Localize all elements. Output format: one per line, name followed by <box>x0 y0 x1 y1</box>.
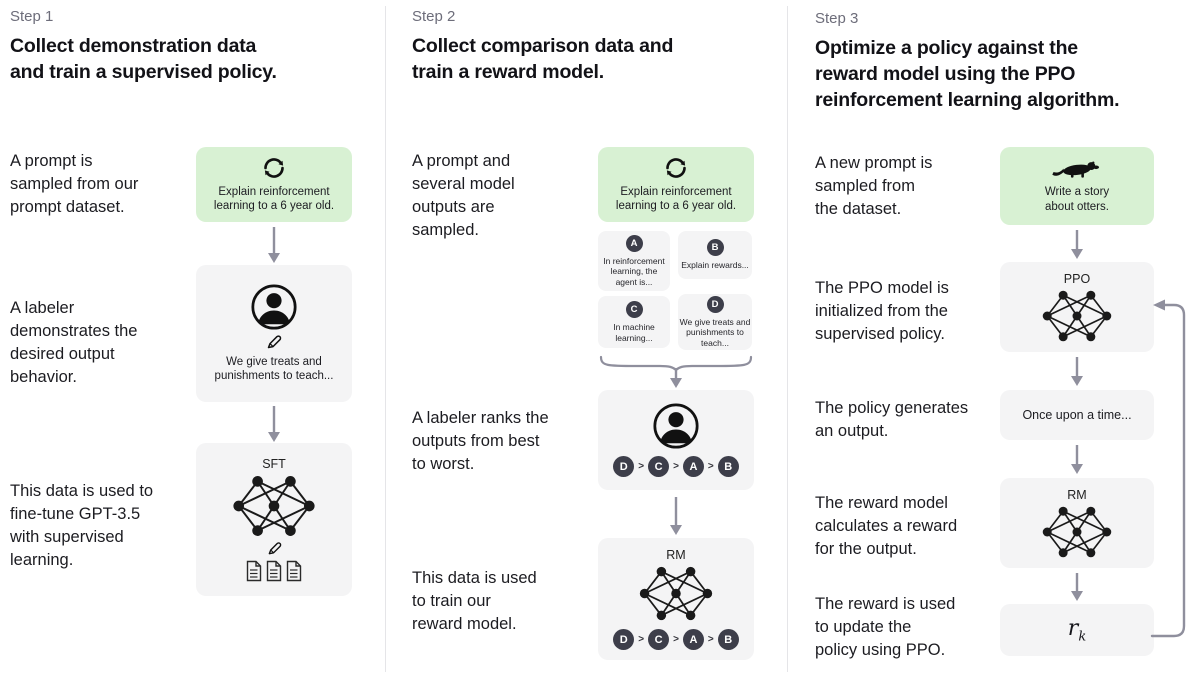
column-divider <box>385 6 386 672</box>
rank-separator: > <box>638 461 645 472</box>
down-arrow <box>1071 357 1083 386</box>
step1-caption-labeler: A labeler demonstrates the desired outpu… <box>10 299 138 386</box>
documents-icon <box>246 560 302 582</box>
refresh-icon <box>264 157 284 178</box>
down-arrow <box>670 368 682 388</box>
pencil-icon <box>268 542 281 555</box>
step3-prompt-text: Write a story about otters. <box>1044 186 1110 213</box>
rank-badge: A <box>682 456 704 477</box>
rank-separator: > <box>673 461 679 472</box>
down-arrow <box>268 227 280 263</box>
output-box-a: A In reinforcement learning, the agent i… <box>598 231 670 291</box>
output-b-badge: B <box>706 239 724 257</box>
step3-output-text: Once upon a time... <box>1022 407 1132 422</box>
rank-badge: D <box>613 456 635 477</box>
step2-prompt-text: Explain reinforcement learning to a 6 ye… <box>615 185 737 213</box>
rank-badge: C <box>648 629 670 650</box>
pencil-icon <box>267 334 282 348</box>
step1-labeler-box: We give treats and punishments to teach.… <box>196 265 352 402</box>
rank-separator: > <box>707 634 714 645</box>
neural-network-icon <box>233 476 315 536</box>
step3-title: Optimize a policy against the reward mod… <box>815 37 1120 111</box>
step3-ppo-box: PPO <box>1000 262 1154 352</box>
rank-badge: A <box>682 629 704 650</box>
down-arrow <box>1071 230 1083 259</box>
output-d-text: We give treats and punishments to teach.… <box>679 316 751 348</box>
neural-network-icon <box>1042 506 1112 557</box>
rank-badge: B <box>717 456 739 477</box>
output-b-text: Explain rewards... <box>681 260 749 271</box>
step3-output-box: Once upon a time... <box>1000 390 1154 440</box>
feedback-loop-arrow <box>1150 299 1186 638</box>
step2-labeler-box: D > C > A > B <box>598 390 754 490</box>
rank-separator: > <box>707 461 714 472</box>
refresh-icon <box>666 157 686 178</box>
labeler-icon <box>653 403 699 449</box>
step2-caption-ranking: A labeler ranks the outputs from best to… <box>412 409 549 473</box>
output-c-badge: C <box>625 301 643 318</box>
rank-badge: B <box>717 629 739 650</box>
step3-caption-output: The policy generates an output. <box>815 399 969 440</box>
rank-separator: > <box>673 634 679 645</box>
step1-label: Step 1 <box>10 8 54 25</box>
step2-label: Step 2 <box>412 8 456 25</box>
step1-labeler-text: We give treats and punishments to teach.… <box>214 355 334 383</box>
output-box-b: B Explain rewards... <box>678 231 752 279</box>
step1-prompt-box: Explain reinforcement learning to a 6 ye… <box>196 147 352 222</box>
step3-rm-box: RM <box>1000 478 1154 568</box>
ranking-row: D > C > A > B <box>613 456 739 477</box>
step1-caption-finetune: This data is used to fine-tune GPT-3.5 w… <box>10 482 154 569</box>
reward-symbol: rk <box>1067 615 1087 645</box>
sft-label: SFT <box>262 457 286 471</box>
step1-caption-prompt: A prompt is sampled from our prompt data… <box>10 152 139 216</box>
down-arrow <box>1071 573 1083 601</box>
ppo-label: PPO <box>1063 271 1091 286</box>
rank-separator: > <box>638 634 645 645</box>
step3-caption-reward: The reward model calculates a reward for… <box>815 494 958 558</box>
output-box-d: D We give treats and punishments to teac… <box>678 294 752 350</box>
step2-prompt-box: Explain reinforcement learning to a 6 ye… <box>598 147 754 222</box>
step3-caption-update: The reward is used to update the policy … <box>815 595 956 659</box>
step2-caption-prompt: A prompt and several model outputs are s… <box>412 152 515 239</box>
step1-prompt-text: Explain reinforcement learning to a 6 ye… <box>213 185 335 213</box>
step3-prompt-box: Write a story about otters. <box>1000 147 1154 225</box>
step2-caption-train: This data is used to train our reward mo… <box>412 569 537 633</box>
rm-label: RM <box>1067 487 1087 502</box>
rm-label: RM <box>666 548 686 562</box>
column-divider <box>787 6 788 672</box>
step2-rm-box: RM D > C > A > B <box>598 538 754 660</box>
rank-badge: C <box>648 456 670 477</box>
step1-sft-box: SFT <box>196 443 352 596</box>
output-a-badge: A <box>625 234 643 252</box>
step2-title: Collect comparison data and train a rewa… <box>412 35 674 83</box>
output-c-text: In machine learning... <box>613 322 655 343</box>
output-d-badge: D <box>706 295 724 313</box>
otter-icon <box>1052 161 1100 178</box>
ranking-row: D > C > A > B <box>613 629 739 650</box>
step1-title: Collect demonstration data and train a s… <box>10 35 277 83</box>
down-arrow <box>1071 445 1083 474</box>
rank-badge: D <box>613 629 635 650</box>
output-a-text: In reinforcement learning, the agent is.… <box>603 255 665 287</box>
neural-network-icon <box>1042 290 1112 341</box>
step3-caption-init: The PPO model is initialized from the su… <box>815 279 949 343</box>
step3-caption-prompt: A new prompt is sampled from the dataset… <box>815 154 933 218</box>
step3-reward-box: rk <box>1000 604 1154 656</box>
down-arrow <box>670 497 682 535</box>
labeler-icon <box>251 283 297 330</box>
step3-label: Step 3 <box>815 10 859 27</box>
output-box-c: C In machine learning... <box>598 296 670 348</box>
down-arrow <box>268 406 280 442</box>
neural-network-icon <box>639 566 713 621</box>
